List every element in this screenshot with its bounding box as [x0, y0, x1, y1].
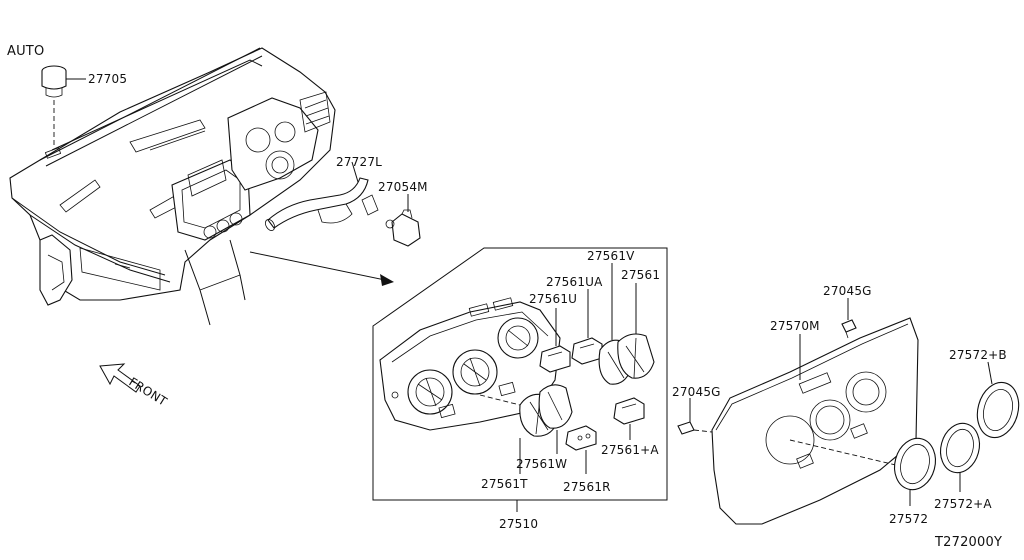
callout-27561A: 27561+A [601, 443, 659, 457]
callout-27572: 27572 [889, 512, 928, 526]
assembly-box [372, 247, 668, 501]
leader-27572B [987, 361, 993, 385]
callout-27561UA: 27561UA [546, 275, 603, 289]
callout-27561V: 27561V [587, 249, 635, 263]
knob-27561 [617, 333, 655, 379]
button-27561R [565, 425, 597, 451]
ring-27572B [976, 381, 1020, 439]
dashboard-illustration [9, 47, 336, 326]
reference-code: T272000Y [934, 535, 1002, 550]
front-label: FRONT [126, 375, 169, 409]
callout-27561U: 27561U [529, 292, 577, 306]
front-arrow-icon [99, 363, 141, 393]
callout-27572A: 27572+A [934, 497, 992, 511]
callout-27561W: 27561W [516, 457, 567, 471]
callout-27045G-top: 27045G [823, 284, 872, 298]
callout-27572B: 27572+B [949, 348, 1007, 362]
pointer-arrow-line [249, 251, 386, 281]
aspirator-hose [265, 177, 379, 231]
callout-27561T: 27561T [481, 477, 528, 491]
ring-27572 [893, 437, 937, 491]
button-27561A [613, 397, 645, 425]
face-panel-27570M [711, 317, 919, 525]
sensor-connector [385, 209, 421, 247]
ring-27572A [939, 422, 981, 474]
pointer-arrowhead-icon [380, 274, 394, 286]
clip-27045G-top [841, 319, 857, 339]
ring-dash-line [789, 439, 901, 467]
button-27561UA [571, 337, 603, 365]
auto-sensor-part [41, 65, 67, 148]
clip-27045G-left [677, 421, 713, 435]
callout-27561: 27561 [621, 268, 660, 282]
leader-27727L [351, 161, 359, 183]
control-unit-body [379, 297, 561, 431]
auto-label: AUTO [7, 44, 44, 59]
callout-27727L: 27727L [336, 155, 382, 169]
callout-27510: 27510 [499, 517, 538, 531]
knob-27561W [538, 384, 573, 429]
callout-27054M: 27054M [378, 180, 428, 194]
callout-27705: 27705 [88, 72, 127, 86]
callout-27045G-left: 27045G [672, 385, 721, 399]
button-27561U [539, 345, 571, 373]
callout-27570M: 27570M [770, 319, 820, 333]
callout-27561R: 27561R [563, 480, 611, 494]
